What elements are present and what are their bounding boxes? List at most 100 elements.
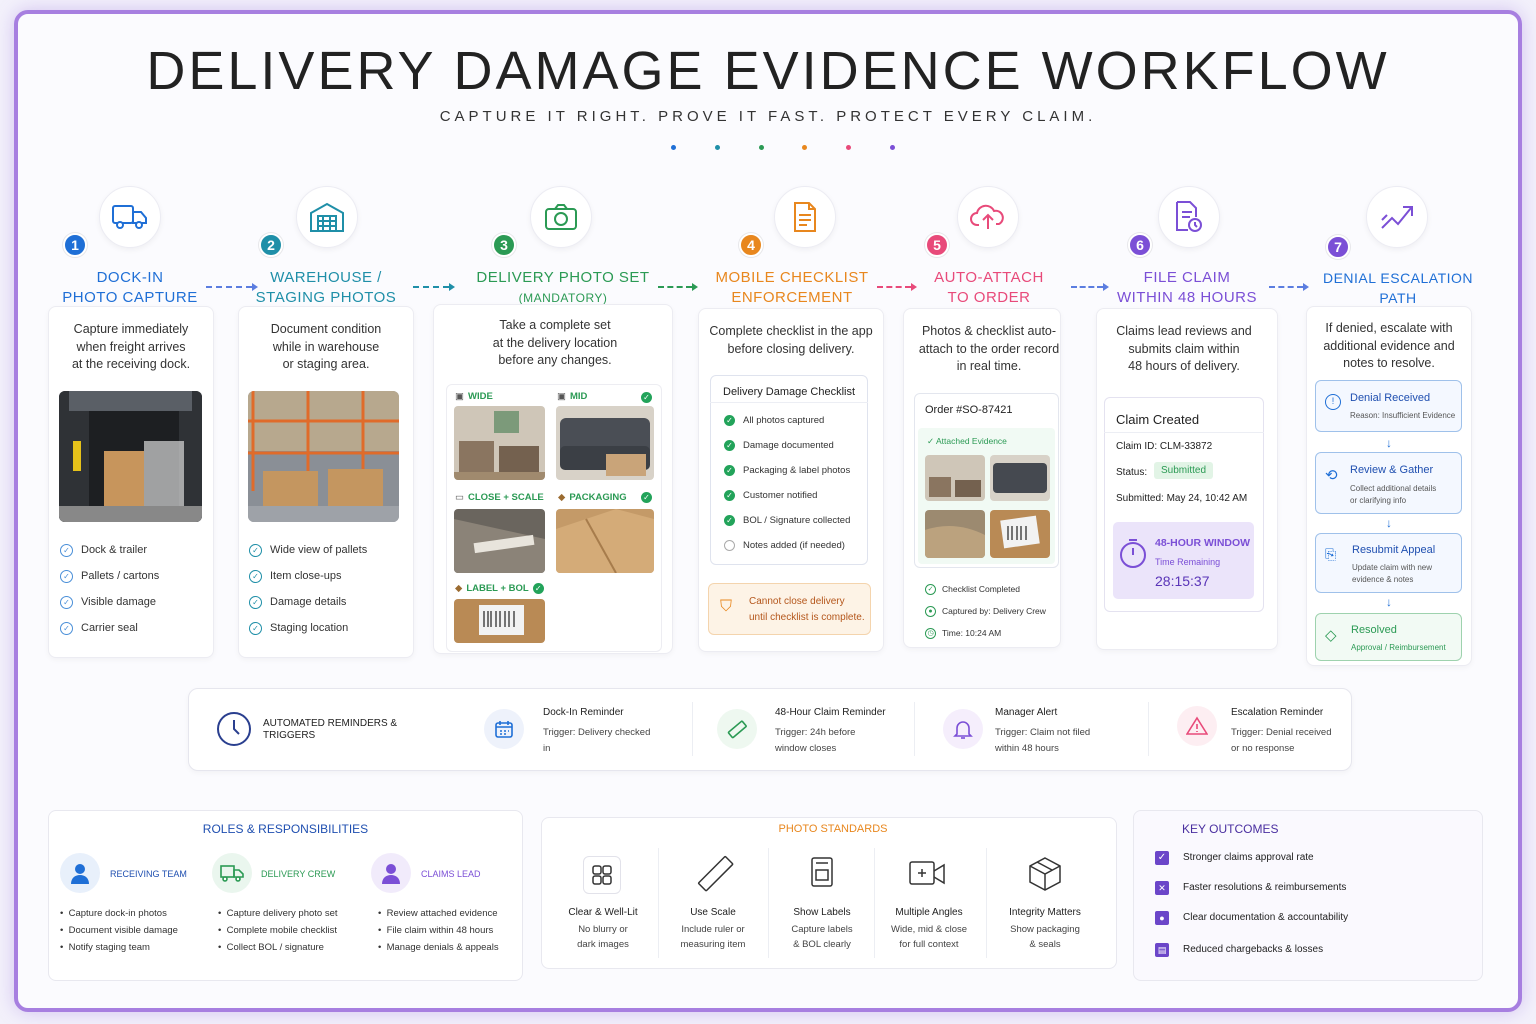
divider bbox=[768, 848, 769, 958]
escalation-step-resolved[interactable] bbox=[1315, 613, 1462, 661]
evidence-thumb bbox=[990, 510, 1050, 558]
list-item: ✓Wide view of pallets bbox=[249, 537, 409, 563]
alert-icon: ! bbox=[1325, 394, 1341, 410]
escalation-step-resubmit[interactable] bbox=[1315, 533, 1462, 593]
countdown-timer: 28:15:37 bbox=[1155, 573, 1210, 589]
outcome-item: Clear documentation & accountability bbox=[1183, 912, 1349, 923]
folder-icon: ▭ bbox=[455, 492, 464, 503]
truck-icon bbox=[212, 853, 252, 893]
escalation-title: Resubmit Appeal bbox=[1352, 544, 1436, 556]
flow-arrow bbox=[1269, 286, 1303, 288]
check-icon: ✓ bbox=[60, 569, 73, 583]
person-icon: ● bbox=[1155, 911, 1169, 925]
dot-orange bbox=[802, 145, 807, 150]
check-icon: ✓ bbox=[249, 543, 262, 557]
label-icon bbox=[806, 856, 838, 892]
check-icon: ✓ bbox=[249, 595, 262, 609]
list-item: ✓Pallets / cartons bbox=[60, 563, 210, 589]
photo-label-close-scale: ▭CLOSE + SCALE bbox=[455, 492, 544, 503]
arrow-head bbox=[911, 283, 917, 291]
check-icon: ✓ bbox=[724, 440, 735, 451]
countdown-box bbox=[1113, 522, 1254, 599]
ruler-icon bbox=[695, 853, 737, 895]
photo-wide bbox=[454, 406, 545, 480]
time-remaining-label: Time Remaining bbox=[1155, 557, 1221, 567]
checklist-item[interactable]: ✓All photos captured bbox=[724, 408, 864, 433]
meta-item: ✓Checklist Completed bbox=[925, 578, 1065, 600]
photo-close-scale bbox=[454, 509, 545, 573]
submitted-row: Submitted: May 24, 10:42 AM bbox=[1116, 493, 1248, 504]
checklist-item[interactable]: Notes added (if needed) bbox=[724, 533, 864, 558]
image-icon: ▣ bbox=[455, 391, 464, 402]
list-item: • Notify staging team bbox=[60, 942, 150, 953]
evidence-thumb bbox=[990, 455, 1050, 501]
reminder-title: Manager Alert bbox=[995, 707, 1058, 718]
divider bbox=[986, 848, 987, 958]
checklist-panel bbox=[710, 375, 868, 565]
divider bbox=[692, 702, 693, 756]
checklist-item[interactable]: ✓BOL / Signature collected bbox=[724, 508, 864, 533]
truck-icon bbox=[99, 186, 161, 248]
reminders-bar bbox=[188, 688, 1352, 771]
box-icon: ◆ bbox=[455, 583, 463, 594]
evidence-thumb bbox=[925, 510, 985, 558]
meta-item: ●Captured by: Delivery Crew bbox=[925, 600, 1065, 622]
dot-pink bbox=[846, 145, 851, 150]
list-item: ✓Visible damage bbox=[60, 589, 210, 615]
multi-angle-camera-icon bbox=[908, 858, 948, 890]
check-icon: ✓ bbox=[724, 415, 735, 426]
role-duties: • Capture dock-in photos • Document visi… bbox=[60, 905, 178, 956]
escalation-title: Denial Received bbox=[1350, 392, 1431, 404]
user-icon bbox=[60, 853, 100, 893]
photo-standards-title: PHOTO STANDARDS bbox=[778, 823, 888, 835]
ruler-icon bbox=[717, 709, 757, 749]
photo-mid bbox=[556, 406, 654, 480]
checklist-icon bbox=[774, 186, 836, 248]
status-badge: Submitted bbox=[1154, 462, 1214, 479]
speed-icon: ✕ bbox=[1155, 881, 1169, 895]
divider bbox=[1148, 702, 1149, 756]
evidence-meta: ✓Checklist Completed ●Captured by: Deliv… bbox=[925, 578, 1065, 644]
divider bbox=[658, 848, 659, 958]
cloud-upload-icon bbox=[957, 186, 1019, 248]
reminders-title: AUTOMATED REMINDERS &TRIGGERS bbox=[263, 718, 398, 741]
evidence-thumb bbox=[925, 455, 985, 501]
status-label: Status: bbox=[1116, 467, 1148, 478]
down-arrow-icon: ↓ bbox=[1386, 595, 1392, 609]
document-clock-icon bbox=[1158, 186, 1220, 248]
divider bbox=[1104, 432, 1264, 433]
check-icon: ✓ bbox=[60, 595, 73, 609]
key-outcomes-title: KEY OUTCOMES bbox=[1182, 822, 1279, 836]
photo-label-packaging: ◆PACKAGING bbox=[558, 492, 627, 503]
role-name: RECEIVING TEAM bbox=[110, 869, 187, 879]
check-icon: ✓ bbox=[724, 515, 735, 526]
meta-item: ◷Time: 10:24 AM bbox=[925, 622, 1065, 644]
checklist: ✓Dock & trailer ✓Pallets / cartons ✓Visi… bbox=[60, 537, 210, 641]
checklist-item[interactable]: ✓Customer notified bbox=[724, 483, 864, 508]
checklist-item[interactable]: ✓Packaging & label photos bbox=[724, 458, 864, 483]
dot-blue bbox=[671, 145, 676, 150]
step-title: DELIVERY PHOTO SET(MANDATORY) bbox=[476, 269, 650, 305]
diamond-check-icon: ◇ bbox=[1325, 627, 1337, 644]
list-item: • Capture dock-in photos bbox=[60, 908, 167, 919]
step-number: 2 bbox=[259, 233, 283, 257]
list-item: ✓Item close-ups bbox=[249, 563, 409, 589]
escalation-title: Review & Gather bbox=[1350, 464, 1434, 476]
escalation-step-review[interactable] bbox=[1315, 452, 1462, 514]
list-item: • Document visible damage bbox=[60, 925, 178, 936]
document-icon: ▤ bbox=[1155, 943, 1169, 957]
clock-icon bbox=[216, 711, 252, 747]
page-title: DELIVERY DAMAGE EVIDENCE WORKFLOW bbox=[146, 41, 1390, 101]
approval-check-icon: ✓ bbox=[1155, 851, 1169, 865]
checklist-item[interactable]: ✓Damage documented bbox=[724, 433, 864, 458]
